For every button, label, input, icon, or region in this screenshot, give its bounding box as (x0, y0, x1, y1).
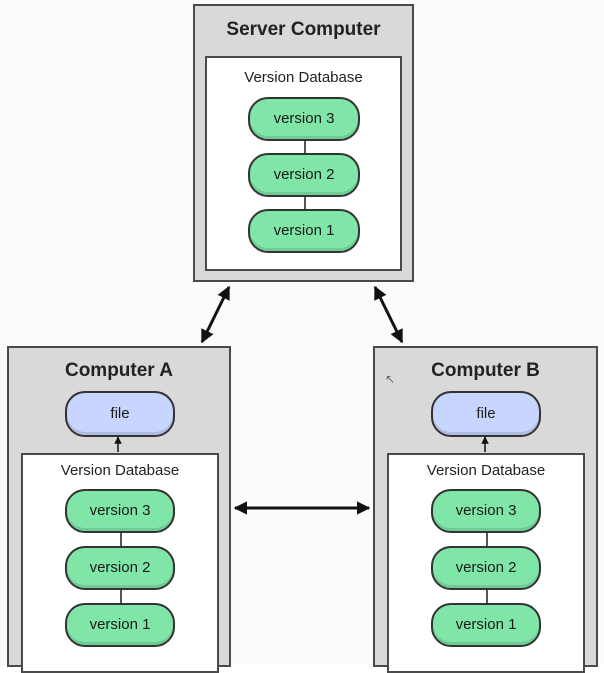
computer-a-box: Computer A file Version Database version… (7, 346, 231, 673)
computer-b-version-2: version 2 (431, 546, 541, 590)
computer-a-version-1: version 1 (65, 603, 175, 647)
server-version-3: version 3 (248, 97, 360, 141)
computer-a-version-2: version 2 (65, 546, 175, 590)
computer-a-title: Computer A (64, 360, 174, 381)
server-to-computer-b-arrow (373, 285, 404, 344)
mouse-cursor-icon: ↖ (385, 372, 396, 386)
server-computer-box: Server Computer Version Database version… (193, 4, 414, 282)
server-version-database: Version Database version 3 version 2 ver… (205, 56, 402, 271)
computer-b-file: file (431, 391, 541, 437)
server-db-label: Version Database (244, 69, 363, 86)
computer-b-version-1: version 1 (431, 603, 541, 647)
server-version-1: version 1 (248, 209, 360, 253)
server-to-computer-a-arrow (200, 285, 231, 344)
server-version-2: version 2 (248, 153, 360, 197)
computer-a-file: file (65, 391, 175, 437)
computer-b-box: Computer B file Version Database version… (373, 346, 598, 673)
computer-b-version-database: Version Database version 3 version 2 ver… (387, 453, 585, 673)
computer-b-version-3: version 3 (431, 489, 541, 533)
computer-a-version-database: Version Database version 3 version 2 ver… (21, 453, 219, 673)
computer-b-db-label: Version Database (426, 462, 546, 479)
server-computer-title: Server Computer (226, 19, 381, 40)
computer-b-title: Computer B (431, 360, 540, 381)
computer-a-version-3: version 3 (65, 489, 175, 533)
computer-a-db-label: Version Database (60, 462, 180, 479)
